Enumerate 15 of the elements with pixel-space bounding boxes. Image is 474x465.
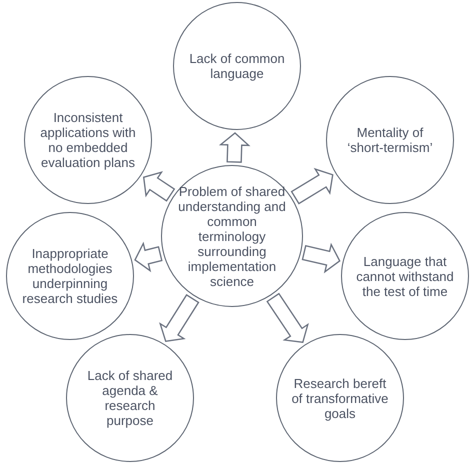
node-label: Inappropriate methodologies underpinning research studies xyxy=(21,246,119,306)
node-label: Lack of common language xyxy=(188,51,286,81)
block-arrow xyxy=(218,132,250,163)
block-arrow xyxy=(302,242,341,274)
block-arrow xyxy=(142,171,176,202)
block-arrow xyxy=(266,292,309,344)
block-arrow xyxy=(290,168,334,204)
node-label: Research bereft of transformative goals xyxy=(290,376,390,420)
block-arrow xyxy=(159,294,200,342)
block-arrow xyxy=(134,242,163,272)
node-label: Inconsistent applications with no embedded evaluation plans xyxy=(39,110,137,170)
node-label: Language that cannot withstand the test of time xyxy=(355,254,455,298)
node-label: Mentality of ‘short-termism’ xyxy=(346,125,434,155)
node-label: Lack of shared agenda & research purpose xyxy=(86,368,174,428)
node-label: Problem of shared understanding and common terminology surrounding implementation science xyxy=(177,184,287,288)
